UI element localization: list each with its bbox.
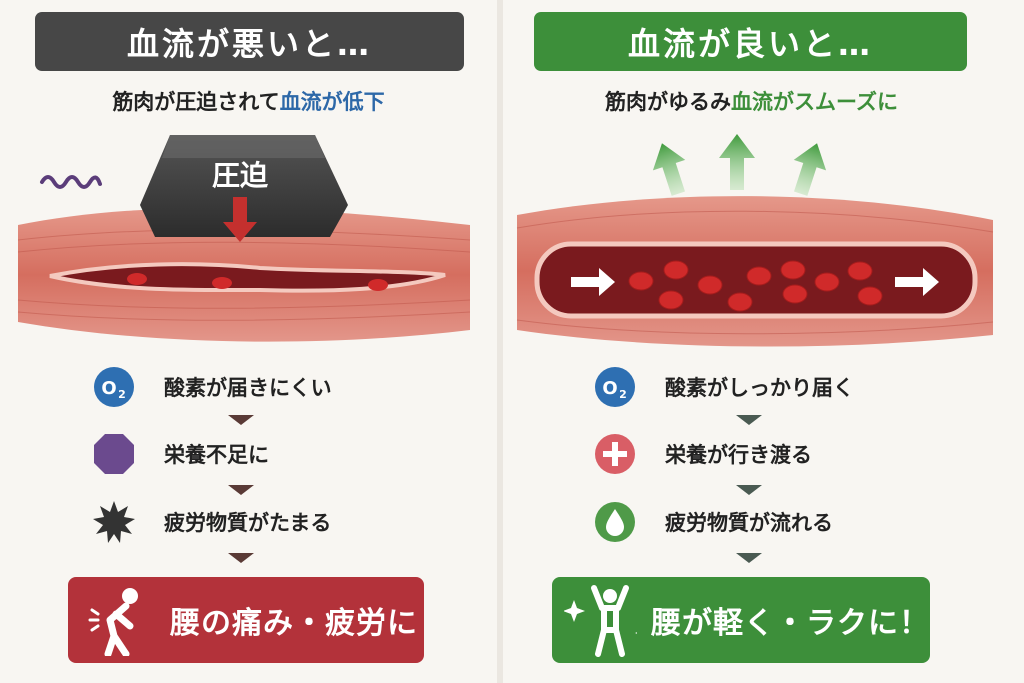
bad-result-text: 腰の痛み・疲労に (170, 606, 418, 641)
good-steps-list: O 2 酸素がしっかり届く 栄養が行き渡る (593, 355, 1003, 570)
bad-circulation-header: 血流が悪いと… (35, 12, 464, 71)
blood-cell (368, 279, 388, 291)
step-text: 疲労物質が流れる (665, 511, 833, 535)
down-arrow-icon (228, 553, 254, 563)
blood-cell (814, 272, 840, 292)
relaxed-muscle-illustration (516, 134, 994, 347)
water-drop-icon (593, 500, 637, 544)
svg-text:2: 2 (619, 388, 627, 401)
step-text: 酸素が届きにくい (164, 376, 332, 400)
right-arrow-icon (895, 268, 939, 296)
right-arrow-icon (571, 268, 615, 296)
purple-octagon-icon (92, 432, 136, 476)
o2-icon: O 2 (593, 365, 637, 409)
squiggle-icon (40, 175, 102, 189)
bad-subtitle: 筋肉が圧迫されて 血流が低下 (0, 84, 497, 118)
svg-text:2: 2 (118, 388, 126, 401)
good-circulation-panel: 血流が良いと… 筋肉がゆるみ 血流がスムーズに (503, 0, 1024, 683)
svg-text:O: O (101, 378, 116, 399)
list-item: 疲労物質が流れる (593, 500, 833, 544)
blood-cell (663, 260, 689, 280)
good-subtitle: 筋肉がゆるみ 血流がスムーズに (503, 84, 1000, 118)
down-arrow-icon (736, 553, 762, 563)
blood-cell (857, 286, 883, 306)
good-circulation-header: 血流が良いと… (534, 12, 967, 71)
bad-subtitle-emphasis: 血流が低下 (279, 90, 385, 114)
bad-subtitle-lead: 筋肉が圧迫されて (112, 90, 280, 114)
cheering-person-icon (564, 585, 637, 657)
down-arrow-icon (736, 485, 762, 495)
bad-header-text: 血流が悪いと… (126, 24, 372, 63)
spiky-burst-icon (92, 500, 136, 544)
list-item: O 2 酸素が届きにくい (92, 365, 332, 409)
good-subtitle-lead: 筋肉がゆるみ (605, 90, 732, 114)
step-text: 栄養不足に (164, 443, 269, 467)
sparkle-icon (635, 632, 637, 634)
blood-cell (212, 277, 232, 289)
good-result-banner: 腰が軽く・ラクに！ (552, 577, 930, 663)
up-arrow-icon (793, 143, 827, 196)
step-text: 疲労物質がたまる (164, 511, 332, 535)
up-arrow-icon (652, 143, 686, 196)
up-arrow-icon (719, 134, 755, 190)
bad-result-banner: 腰の痛み・疲労に (68, 577, 424, 663)
down-arrow-icon (228, 415, 254, 425)
bad-circulation-panel: 血流が悪いと… 筋肉が圧迫されて 血流が低下 (0, 0, 497, 683)
down-arrow-icon (228, 485, 254, 495)
narrowed-blood-vessel (49, 262, 446, 293)
back-pain-person-icon (88, 588, 138, 656)
weight-label: 圧迫 (212, 159, 268, 192)
list-item: 疲労物質がたまる (92, 500, 331, 544)
blood-cell (847, 261, 873, 281)
compression-weight (140, 135, 348, 237)
blood-cell (746, 266, 772, 286)
good-subtitle-emphasis: 血流がスムーズに (731, 90, 898, 114)
blood-cell (658, 290, 684, 310)
list-item: 栄養不足に (92, 432, 269, 476)
step-text: 酸素がしっかり届く (665, 376, 854, 400)
down-arrow-icon (736, 415, 762, 425)
sparkle-icon (564, 600, 585, 622)
compressed-muscle-illustration: 圧迫 (17, 135, 471, 342)
blood-cell (782, 284, 808, 304)
svg-text:O: O (602, 378, 617, 399)
blood-cell (780, 260, 806, 280)
blood-cell (628, 271, 654, 291)
good-result-text: 腰が軽く・ラクに！ (651, 606, 930, 641)
good-header-text: 血流が良いと… (627, 24, 873, 63)
blood-cell (127, 273, 147, 285)
bad-steps-list: O 2 酸素が届きにくい 栄養不足に 疲労物質がたまる (92, 355, 492, 570)
o2-icon: O 2 (92, 365, 136, 409)
step-text: 栄養が行き渡る (665, 443, 812, 467)
list-item: 栄養が行き渡る (593, 432, 812, 476)
list-item: O 2 酸素がしっかり届く (593, 365, 854, 409)
down-arrow-icon (223, 197, 257, 242)
blood-cell (727, 292, 753, 312)
plus-icon (593, 432, 637, 476)
blood-cell (697, 275, 723, 295)
